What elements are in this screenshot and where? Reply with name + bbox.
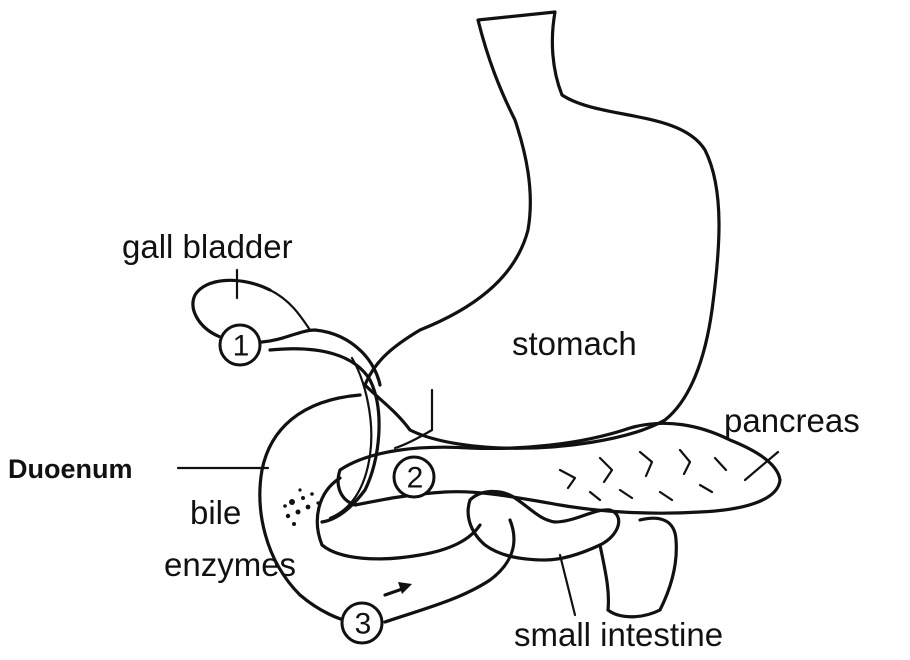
marker-1: 1 [220, 325, 260, 365]
gall-bladder-outline [193, 280, 380, 385]
bile-enzyme-dots [283, 488, 319, 526]
pancreas-texture [560, 450, 726, 500]
flow-arrowhead [398, 582, 412, 594]
small-intestine-tube [600, 518, 676, 617]
label-duodenum: Duoenum [8, 454, 133, 484]
label-gall-bladder: gall bladder [122, 228, 293, 265]
small-intestine-pointer-line [560, 555, 575, 615]
svg-text:2: 2 [407, 462, 424, 495]
marker-2: 2 [394, 457, 434, 497]
label-enzymes: enzymes [164, 546, 296, 583]
marker-3: 3 [342, 603, 382, 643]
label-bile: bile [190, 494, 241, 531]
duodenum-to-intestine [385, 520, 514, 622]
stomach-outline [365, 12, 719, 448]
label-small-intestine: small intestine [514, 616, 723, 653]
label-stomach: stomach [512, 325, 637, 362]
label-pancreas: pancreas [724, 402, 860, 439]
svg-text:3: 3 [355, 608, 372, 641]
gall-bladder-inner-line [270, 290, 310, 330]
svg-text:1: 1 [233, 330, 250, 363]
